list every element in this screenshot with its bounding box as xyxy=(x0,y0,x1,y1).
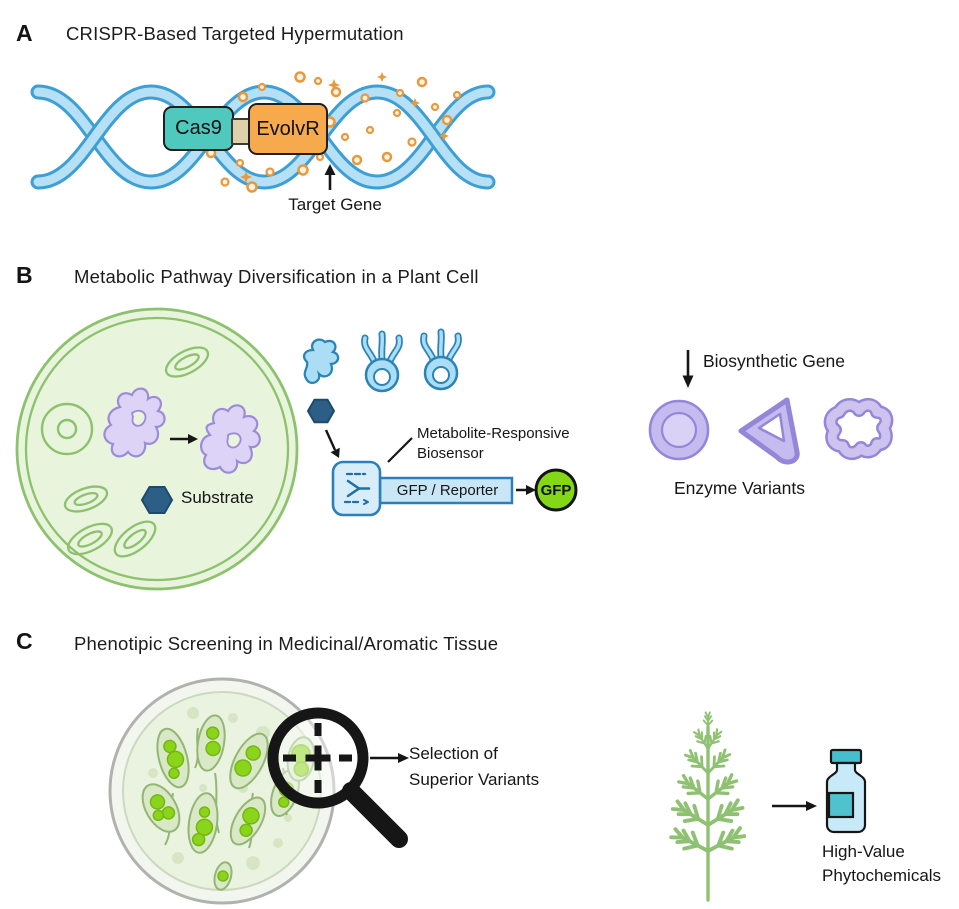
biosensor-pathway-illustration xyxy=(303,318,578,517)
chloroplast-organelles xyxy=(63,346,210,558)
cas9-protein-box: Cas9 xyxy=(163,106,234,151)
dna-strand-core xyxy=(33,87,493,187)
biosensor-variant-aptamer xyxy=(365,334,400,391)
biosensor-callout-line1: Metabolite-Responsive xyxy=(417,425,570,442)
selection-label-line1: Selection of xyxy=(409,744,498,763)
enzyme-after xyxy=(200,404,261,474)
cell-wall xyxy=(15,307,299,591)
evolvr-protein-box: EvolvR xyxy=(248,103,328,155)
evolvr-label: EvolvR xyxy=(256,117,320,140)
panel-a-title: CRISPR-Based Targeted Hypermutation xyxy=(66,23,404,44)
panel-b-title: Metabolic Pathway Diversification in a P… xyxy=(74,266,479,287)
biosensor-box xyxy=(331,460,382,517)
reporter-bar-label: GFP / Reporter xyxy=(396,482,499,499)
biosensor-circuit-icon xyxy=(343,472,371,505)
selection-label-line2: Superior Variants xyxy=(409,770,540,789)
vial-label xyxy=(827,791,855,819)
enzyme-variant-ring xyxy=(648,399,710,461)
biosensor-variant-aptamer xyxy=(424,332,459,389)
panel-c-letter: C xyxy=(16,628,33,654)
dna-helix-illustration xyxy=(30,71,496,193)
biosynthetic-gene-arrow xyxy=(682,350,694,388)
phytochemicals-label-line1: High-Value xyxy=(822,842,905,861)
reporter-to-gfp-arrow xyxy=(516,485,536,495)
phytochemical-vial-icon xyxy=(825,748,867,834)
vial-cap xyxy=(829,748,863,765)
gfp-label: GFP xyxy=(540,482,572,499)
cell-membrane xyxy=(24,316,290,582)
biosynthetic-gene-label: Biosynthetic Gene xyxy=(703,351,846,371)
substrate-label: Substrate xyxy=(181,488,254,507)
metabolite-hexagon-icon xyxy=(306,398,336,424)
medicinal-plant-illustration xyxy=(667,711,749,902)
plant-to-vial-arrow xyxy=(772,801,817,811)
target-gene-arrow xyxy=(324,164,336,190)
biosensor-variant-blob xyxy=(303,338,340,384)
dna-strand-core xyxy=(33,87,493,187)
reaction-arrow xyxy=(170,434,198,444)
enzyme-before xyxy=(103,387,166,458)
substrate-hexagon-icon xyxy=(140,486,174,514)
enzyme-variant-wavy xyxy=(823,398,894,460)
metabolite-to-sensor-arrow xyxy=(324,429,340,458)
plant-cell-illustration xyxy=(15,307,299,591)
panel-b-letter: B xyxy=(16,262,33,288)
panel-a-letter: A xyxy=(16,20,33,46)
biosensor-callout-line xyxy=(387,437,413,463)
phytochemicals-label-line2: Phytochemicals xyxy=(822,866,942,885)
magnifier-handle xyxy=(342,782,408,848)
crosshair-icon xyxy=(283,723,352,793)
target-gene-label: Target Gene xyxy=(288,195,382,214)
magnifying-glass-icon xyxy=(267,707,408,848)
tissue-cells xyxy=(141,714,316,891)
enzyme-variant-triangle xyxy=(738,397,800,465)
biosensor-callout-line2: Biosensor xyxy=(417,445,484,462)
enzyme-variants-label: Enzyme Variants xyxy=(674,478,805,498)
gfp-signal-circle xyxy=(534,468,578,512)
cas9-label: Cas9 xyxy=(175,117,222,139)
selection-arrow xyxy=(370,753,409,763)
enzyme-variants-illustration xyxy=(648,397,894,465)
panel-c-title: Phenotipic Screening in Medicinal/Aromat… xyxy=(74,633,499,654)
nucleus-organelle xyxy=(40,402,94,456)
